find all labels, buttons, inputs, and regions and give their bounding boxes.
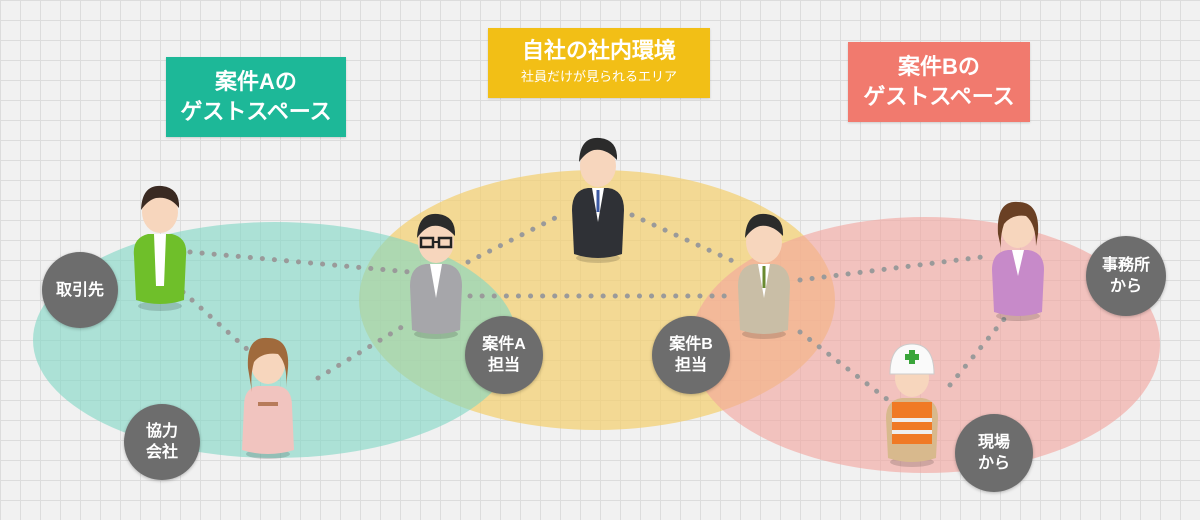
guest-a-title-line1: 案件Aの <box>215 69 297 94</box>
guest-a-title-box: 案件Aの ゲストスペース <box>166 57 346 137</box>
internal-subtitle: 社員だけが見られるエリア <box>520 69 677 84</box>
badge-client-line1: 取引先 <box>55 281 104 299</box>
badge-partner-line1: 協力 <box>145 423 178 440</box>
guest-b-title-box: 案件Bの ゲストスペース <box>848 42 1030 122</box>
badge-rep-a: 案件A 担当 <box>465 316 543 394</box>
badge-rep-a-line2: 担当 <box>487 357 520 374</box>
connector-rep-b-office <box>797 253 993 283</box>
person-office-icon <box>992 201 1044 321</box>
guest-b-title-line1: 案件Bの <box>898 54 980 79</box>
badge-rep-b-line2: 担当 <box>674 357 707 374</box>
internal-title-box: 自社の社内環境 社員だけが見られるエリア <box>488 28 710 98</box>
badge-site-line1: 現場 <box>977 434 1010 451</box>
person-client-icon <box>133 185 187 311</box>
badge-partner-line2: 会社 <box>145 444 178 461</box>
connector-rep-a-exec <box>465 215 558 265</box>
person-site-icon <box>886 343 938 467</box>
badge-office: 事務所 から <box>1086 236 1166 316</box>
badge-rep-b: 案件B 担当 <box>652 316 730 394</box>
person-rep-a-icon <box>410 213 462 339</box>
person-internal-icon <box>572 137 624 263</box>
person-rep-b-icon <box>738 213 790 339</box>
connector-client-partner <box>180 289 251 353</box>
person-partner-icon <box>242 337 294 459</box>
badge-site-line2: から <box>977 455 1010 472</box>
badge-client: 取引先 <box>42 252 118 328</box>
badge-partner: 協力 会社 <box>124 404 200 480</box>
connector-lines <box>180 212 1008 403</box>
guest-a-title-line2: ゲストスペース <box>180 99 332 124</box>
badge-rep-a-line1: 案件A <box>482 336 526 353</box>
badge-office-line2: から <box>1109 278 1142 295</box>
connector-site-office <box>947 315 1008 388</box>
connector-client-rep-a <box>187 249 413 275</box>
internal-title: 自社の社内環境 <box>521 38 676 63</box>
badge-rep-b-line1: 案件B <box>669 336 713 353</box>
badge-site: 現場 から <box>955 414 1033 492</box>
badge-office-line1: 事務所 <box>1101 257 1150 274</box>
guest-b-title-line2: ゲストスペース <box>863 84 1015 109</box>
connector-exec-rep-b <box>629 212 738 265</box>
